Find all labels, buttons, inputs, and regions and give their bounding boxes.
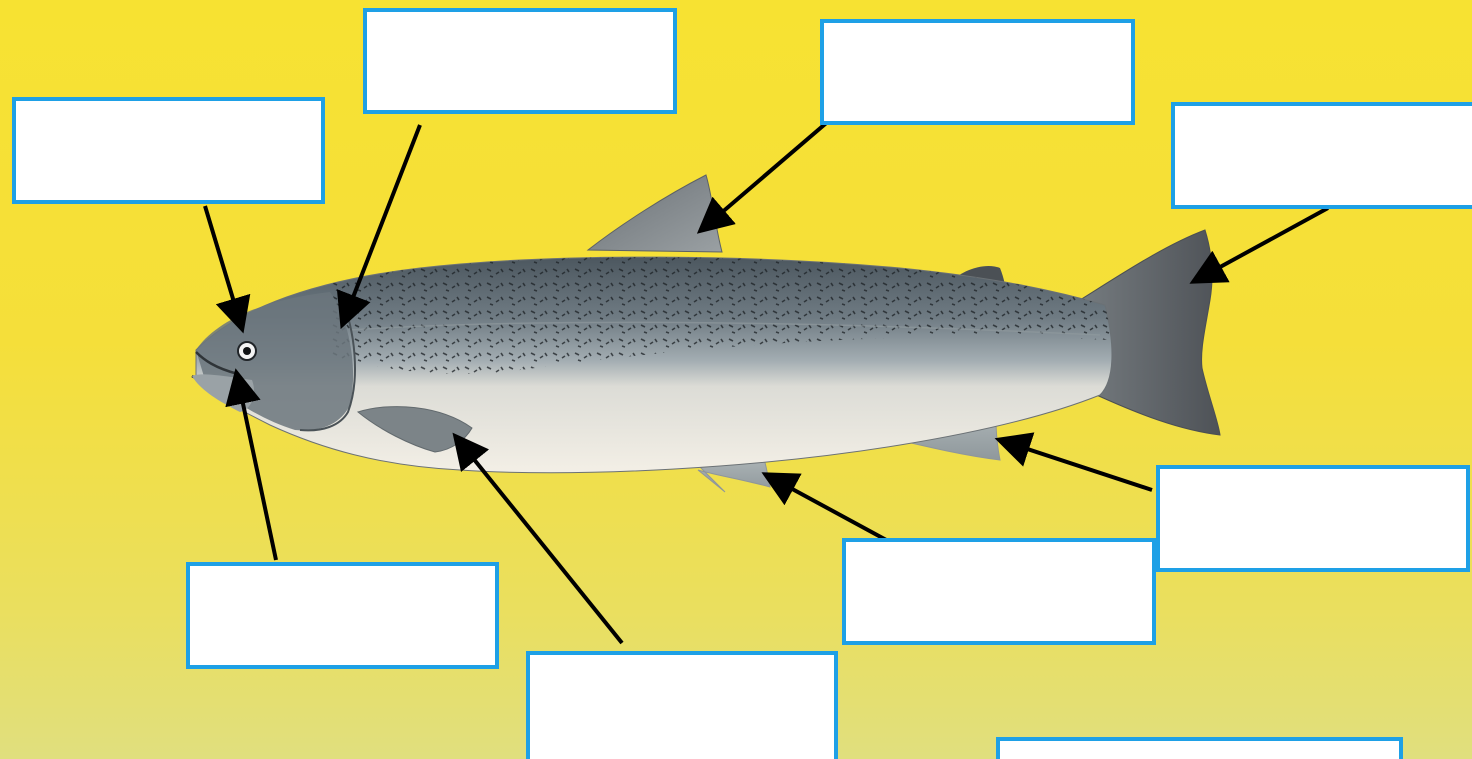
arrow-to-anal-fin: [1006, 442, 1152, 490]
label-box-dorsal-fin[interactable]: [820, 19, 1135, 125]
label-box-gill[interactable]: [363, 8, 677, 114]
arrow-to-pelvic-fin: [772, 478, 890, 542]
label-box-extra[interactable]: [996, 737, 1403, 759]
label-box-pectoral-fin[interactable]: [526, 651, 838, 759]
label-box-anal-fin[interactable]: [1156, 465, 1470, 572]
arrow-to-dorsal-fin: [706, 113, 838, 226]
label-box-tail-fin[interactable]: [1171, 102, 1472, 209]
arrow-to-eye: [205, 206, 240, 322]
arrow-to-tail-fin: [1200, 208, 1328, 278]
label-box-eye[interactable]: [12, 97, 325, 204]
label-box-pelvic-fin[interactable]: [842, 538, 1156, 645]
dorsal-fin-shape: [588, 175, 722, 252]
fish-head-shape: [196, 292, 353, 430]
label-box-mouth[interactable]: [186, 562, 499, 669]
fish-pupil: [243, 347, 251, 355]
salmon-fish-icon: [192, 175, 1220, 492]
